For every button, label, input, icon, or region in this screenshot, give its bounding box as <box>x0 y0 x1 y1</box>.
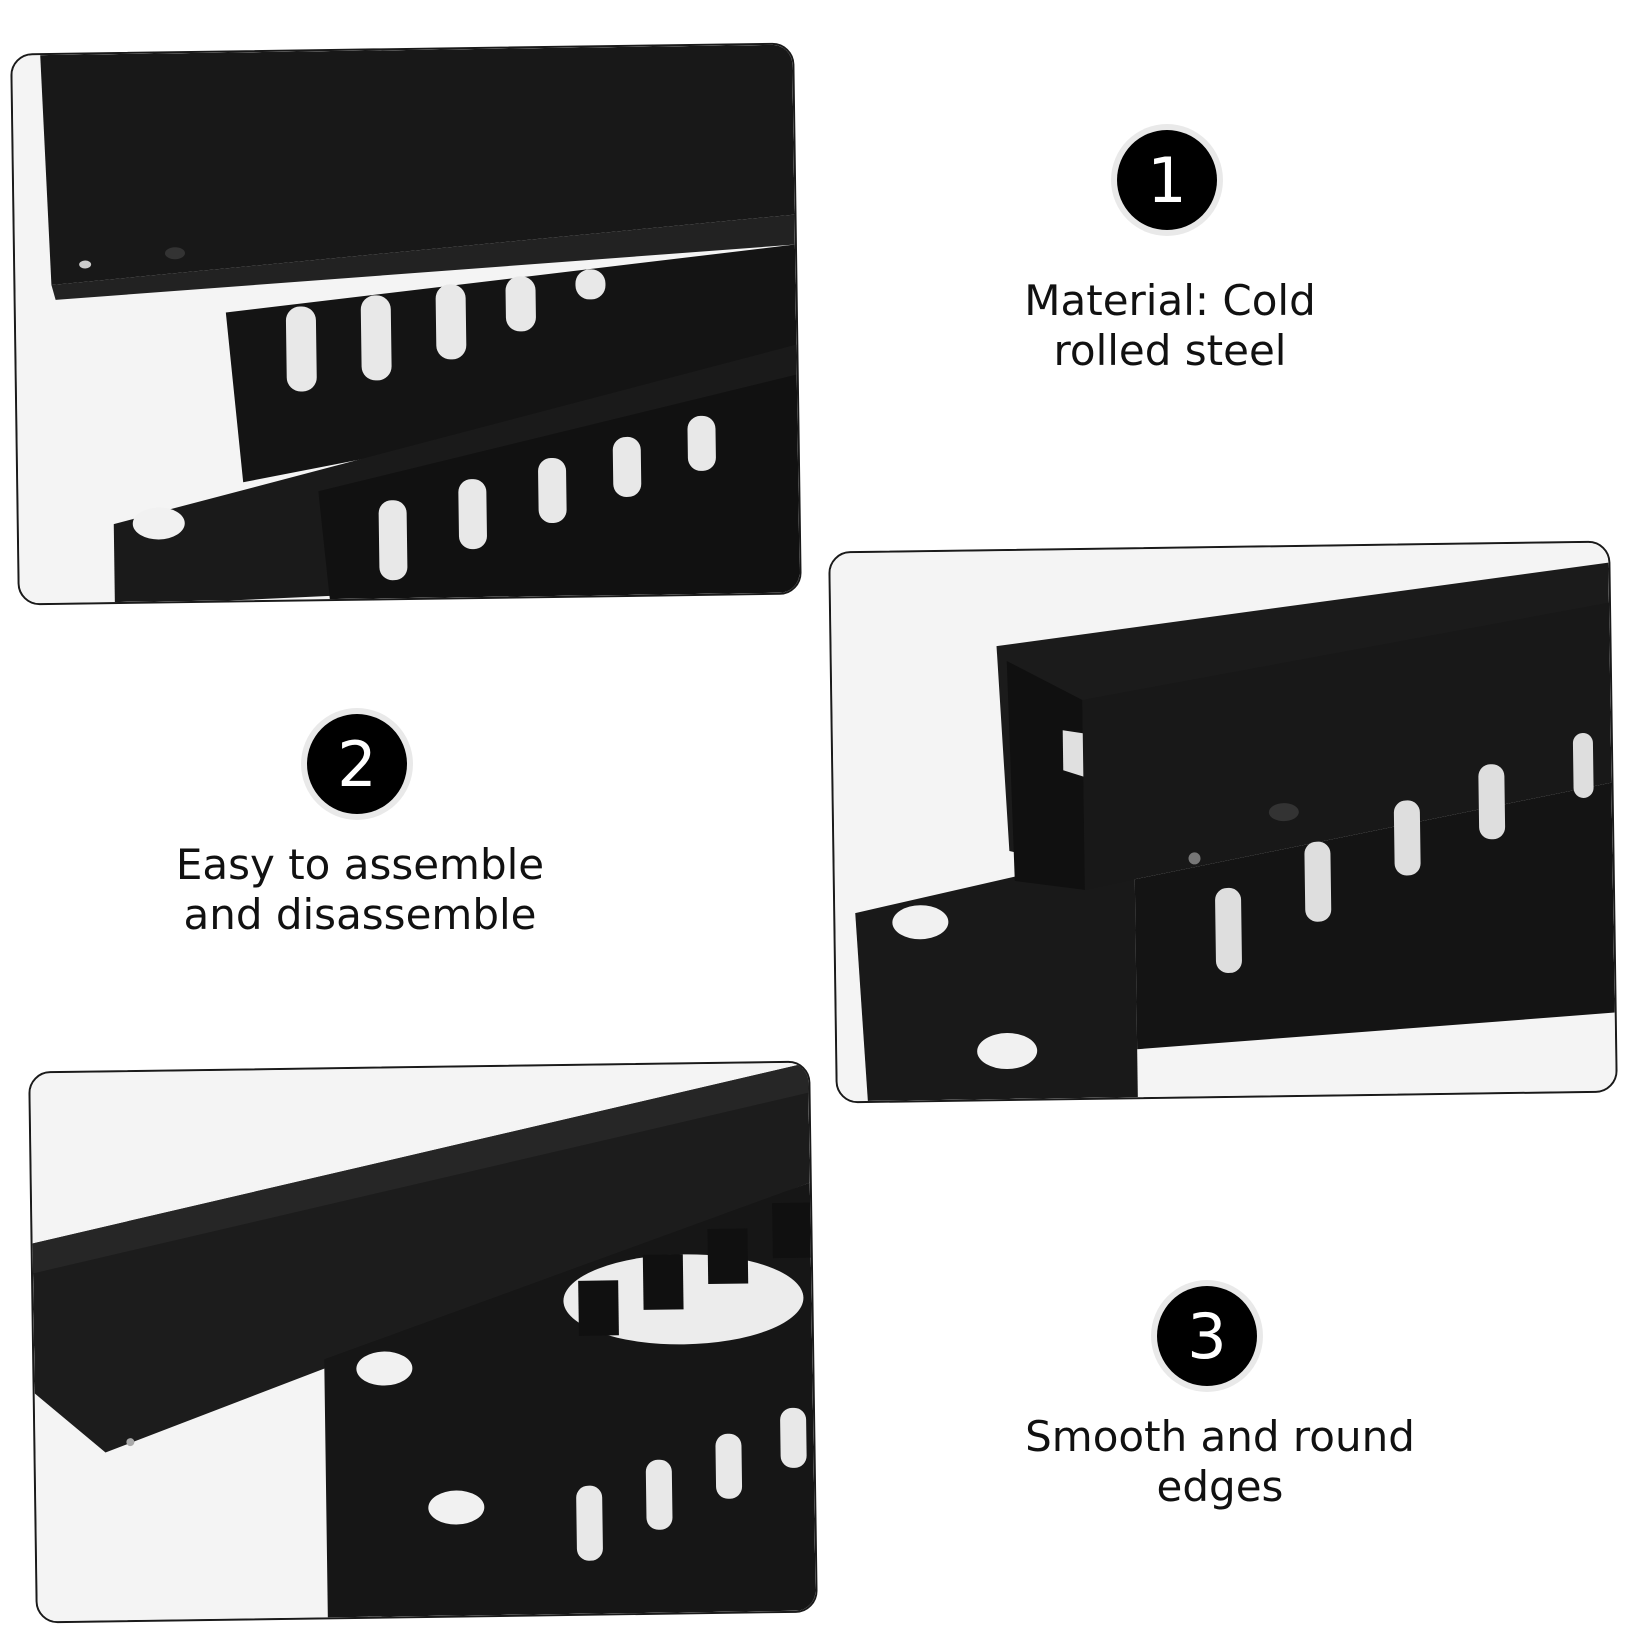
feature-number-2-badge: 2 <box>307 714 407 814</box>
rack-panel-illustration-1 <box>12 44 800 604</box>
product-photo-3 <box>28 1060 818 1624</box>
feature-1-caption: Material: Cold rolled steel <box>1024 276 1316 375</box>
rack-panel-illustration-3 <box>30 1062 816 1622</box>
product-photo-1 <box>10 42 802 606</box>
feature-number-1-badge: 1 <box>1117 130 1217 230</box>
feature-3-caption: Smooth and round edges <box>1025 1412 1415 1511</box>
feature-2-caption: Easy to assemble and disassemble <box>175 840 545 939</box>
feature-number-3-badge: 3 <box>1157 1286 1257 1386</box>
rack-panel-illustration-2 <box>830 542 1616 1102</box>
product-photo-2 <box>828 540 1618 1104</box>
